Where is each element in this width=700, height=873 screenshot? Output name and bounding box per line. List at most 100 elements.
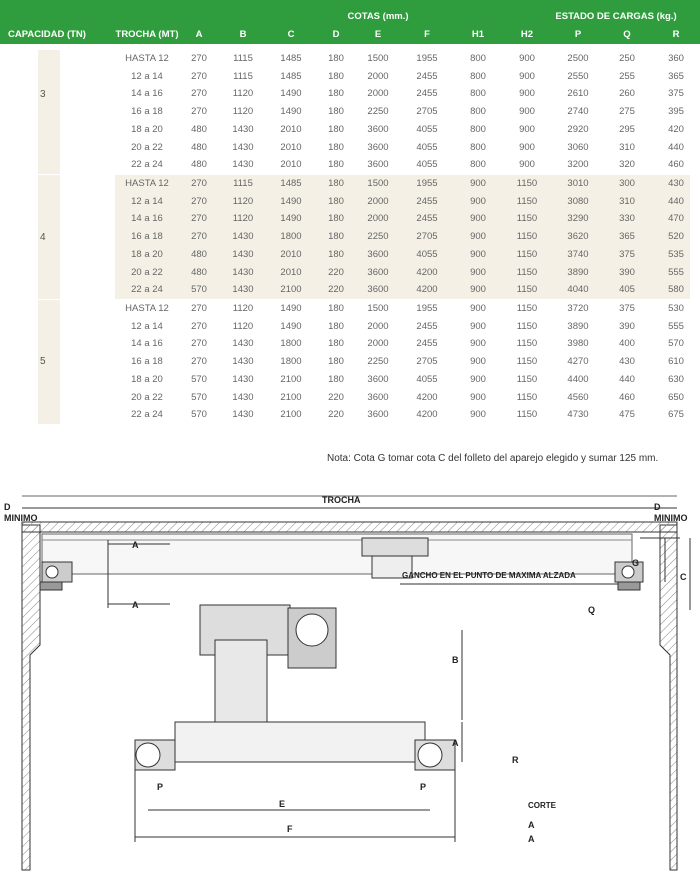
table-cell: 4730 (567, 409, 589, 421)
table-cell: 1115 (233, 70, 253, 82)
header-cotas: COTAS (mm.) (347, 11, 409, 22)
header-col-q: Q (623, 29, 631, 40)
table-cell: 555 (668, 320, 684, 332)
table-cell: 3600 (367, 141, 389, 153)
capacity-band (38, 50, 60, 174)
table-cell: 440 (668, 195, 684, 207)
table-cell: 300 (619, 178, 635, 189)
table-cell: 1955 (416, 178, 438, 189)
table-cell: 1490 (280, 195, 302, 207)
table-cell: 4055 (416, 141, 438, 153)
table-cell: 480 (191, 248, 207, 260)
table-header: COTAS (mm.) ESTADO DE CARGAS (kg.) CAPAC… (0, 0, 700, 44)
table-cell: 2010 (280, 141, 302, 153)
header-col-a: A (195, 29, 203, 40)
table-cell: 2500 (567, 53, 589, 64)
table-cell: 3620 (567, 231, 589, 243)
table-cell: 800 (470, 123, 486, 135)
header-col-p: P (574, 29, 582, 40)
table-cell: 270 (191, 53, 207, 64)
table-cell: 2455 (416, 338, 438, 350)
table-cell: 20 a 22 (131, 141, 163, 153)
table-cell: 1150 (516, 320, 538, 332)
table-cell: 2455 (416, 320, 438, 332)
table-cell: 270 (191, 88, 207, 100)
table-cell: 2740 (567, 106, 589, 118)
note-text: Nota: Cota G tomar cota C del folleto de… (327, 453, 659, 464)
table-cell: 400 (619, 338, 635, 350)
table-cell: 900 (470, 373, 486, 385)
hoist-unit (361, 537, 429, 557)
table-cell: 1500 (367, 178, 389, 189)
d-right-label: D (654, 502, 661, 512)
table-cell: 1430 (232, 338, 254, 350)
table-cell: 4400 (567, 373, 589, 385)
table-cell: 580 (668, 284, 684, 296)
table-cell: 1500 (367, 53, 389, 64)
table-cell: 180 (328, 70, 344, 82)
table-cell: 800 (470, 159, 486, 171)
table-cell: 1120 (232, 88, 254, 100)
table-cell: 900 (519, 123, 535, 135)
table-cell: 1150 (516, 178, 538, 189)
table-cell: 1430 (232, 284, 254, 296)
table-cell: 3720 (567, 303, 589, 314)
section-a-label: A (528, 834, 535, 844)
section-a-label: A (528, 820, 535, 830)
table-cell: 570 (191, 409, 207, 421)
table-cell: 3740 (567, 248, 589, 260)
table-cell: 1490 (280, 303, 302, 314)
capacity-label: 5 (40, 356, 46, 367)
table-cell: 2000 (367, 320, 389, 332)
table-cell: 440 (619, 373, 635, 385)
table-cell: 1150 (516, 248, 538, 260)
table-cell: 480 (191, 123, 207, 135)
table-cell: 14 a 16 (131, 213, 163, 225)
table-cell: 900 (470, 284, 486, 296)
table-cell: 2000 (367, 88, 389, 100)
f-label: F (287, 824, 293, 834)
specs-table: COTAS (mm.) ESTADO DE CARGAS (kg.) CAPAC… (0, 0, 700, 435)
table-cell: 270 (191, 320, 207, 332)
rail-left (39, 581, 63, 591)
table-cell: 1150 (516, 266, 538, 278)
table-cell: 360 (668, 53, 684, 64)
table-cell: 18 a 20 (131, 373, 163, 385)
table-cell: 1490 (280, 106, 302, 118)
table-cell: 3600 (367, 123, 389, 135)
end-carriage (174, 721, 426, 763)
table-cell: 2000 (367, 213, 389, 225)
c-label: C (680, 572, 687, 582)
table-cell: 1485 (280, 53, 302, 64)
table-cell: 1430 (232, 391, 254, 403)
table-cell: 900 (470, 338, 486, 350)
capacity-band (38, 175, 60, 299)
table-cell: 570 (191, 391, 207, 403)
table-cell: 2705 (416, 106, 438, 118)
table-cell: 4200 (416, 391, 438, 403)
table-cell: 14 a 16 (131, 88, 163, 100)
table-cell: 1150 (516, 303, 538, 314)
table-cell: 20 a 22 (131, 266, 163, 278)
table-cell: 1430 (232, 373, 254, 385)
table-cell: 180 (328, 320, 344, 332)
table-cell: 900 (470, 231, 486, 243)
table-cell: 900 (470, 320, 486, 332)
table-cell: 900 (470, 178, 486, 189)
table-cell: 16 a 18 (131, 231, 163, 243)
wheel-p-right (417, 742, 443, 768)
table-cell: 180 (328, 123, 344, 135)
table-cell: 4200 (416, 266, 438, 278)
wheel-right (621, 565, 635, 579)
table-cell: 800 (470, 88, 486, 100)
table-cell: 900 (470, 303, 486, 314)
table-cell: 475 (619, 409, 635, 421)
table-cell: 3010 (567, 178, 589, 189)
header-col-h1: H1 (471, 29, 485, 40)
wheel-p-left (135, 742, 161, 768)
